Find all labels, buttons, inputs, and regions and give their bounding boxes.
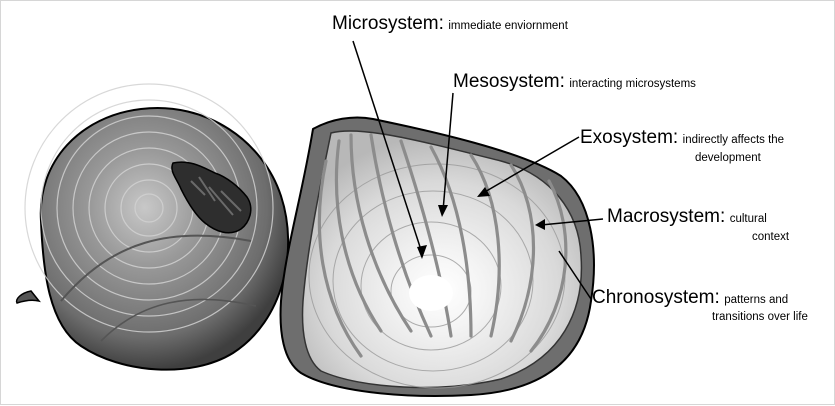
- desc-macrosystem-line1: cultural: [730, 213, 767, 225]
- desc-mesosystem: interacting microsystems: [569, 78, 696, 90]
- label-chronosystem: Chronosystem: patterns and: [592, 287, 788, 309]
- desc-exosystem-line1: indirectly affects the: [683, 134, 784, 146]
- half-onion: [281, 117, 594, 396]
- label-macrosystem: Macrosystem: cultural: [607, 206, 767, 228]
- desc-macrosystem-line2: context: [752, 231, 789, 243]
- term-chronosystem: Chronosystem:: [592, 287, 720, 308]
- desc-microsystem: immediate enviornment: [448, 20, 568, 32]
- desc-exosystem-line2: development: [695, 152, 761, 164]
- term-microsystem: Microsystem:: [332, 13, 444, 34]
- label-microsystem: Microsystem: immediate enviornment: [332, 13, 568, 35]
- label-exosystem: Exosystem: indirectly affects the: [580, 127, 784, 149]
- term-mesosystem: Mesosystem:: [453, 71, 565, 92]
- term-exosystem: Exosystem:: [580, 127, 678, 148]
- whole-onion: [17, 84, 289, 370]
- term-macrosystem: Macrosystem:: [607, 206, 725, 227]
- half-onion-core: [409, 275, 453, 311]
- whole-onion-root: [17, 291, 39, 303]
- desc-chronosystem-line2: transitions over life: [712, 311, 808, 323]
- desc-chronosystem-line1: patterns and: [724, 294, 788, 306]
- label-mesosystem: Mesosystem: interacting microsystems: [453, 71, 696, 93]
